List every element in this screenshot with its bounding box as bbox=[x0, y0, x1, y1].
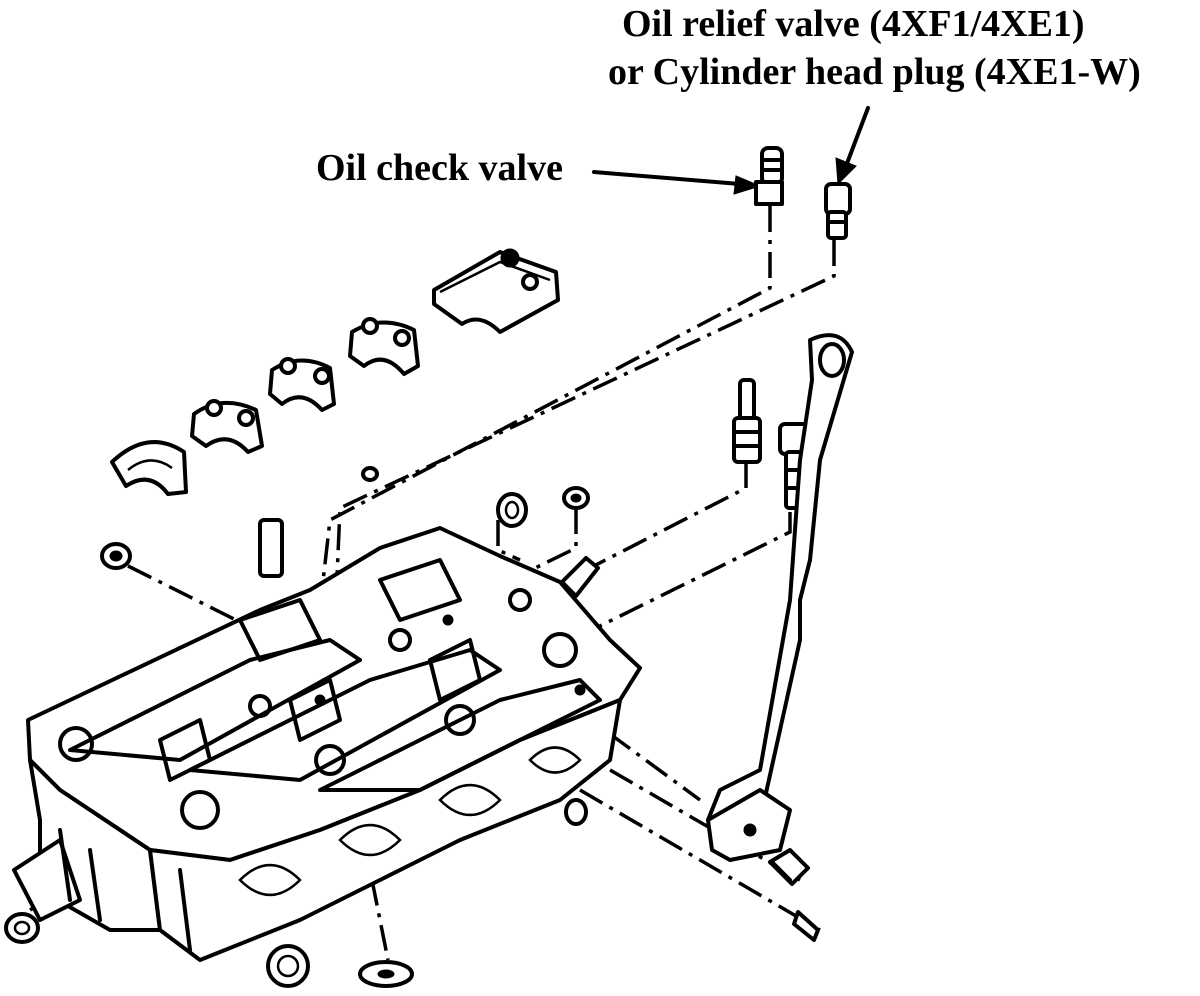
sealing-plug-left bbox=[100, 542, 132, 570]
sealing-plug-side bbox=[564, 798, 588, 826]
oil-relief-valve bbox=[824, 182, 852, 240]
camshaft-bearing-cap-2 bbox=[190, 399, 264, 454]
camshaft-bearing-cap-1 bbox=[110, 440, 188, 496]
dowel-pin bbox=[258, 518, 284, 578]
sealing-plug-top bbox=[361, 466, 379, 482]
bracket-bolt bbox=[768, 848, 810, 886]
sealing-cap-middle bbox=[496, 492, 528, 528]
engine-hanger-bracket bbox=[706, 333, 854, 862]
sealing-plug-bottom-left bbox=[4, 912, 40, 944]
camshaft-bearing-cap-4 bbox=[348, 317, 420, 376]
oil-relief-valve-label-line1: Oil relief valve (4XF1/4XE1) bbox=[622, 3, 1085, 45]
oil-gallery-plug bbox=[560, 556, 600, 598]
camshaft-bearing-cap-3 bbox=[268, 357, 336, 412]
expansion-plug bbox=[358, 960, 414, 988]
oil-relief-valve-label-line2: or Cylinder head plug (4XE1-W) bbox=[608, 51, 1141, 93]
oil-relief-valve-leader bbox=[835, 106, 870, 186]
oil-check-valve bbox=[754, 146, 784, 206]
sealing-plug-bottom bbox=[266, 944, 310, 988]
oil-check-valve-leader bbox=[592, 170, 762, 195]
cylinder-head bbox=[12, 526, 642, 962]
stud-bolt-lower bbox=[792, 910, 820, 942]
sealing-cap-right bbox=[562, 486, 590, 510]
spark-plug-tube bbox=[732, 378, 762, 464]
oil-check-valve-label: Oil check valve bbox=[316, 147, 563, 189]
camshaft-bearing-cap-5 bbox=[432, 248, 560, 334]
